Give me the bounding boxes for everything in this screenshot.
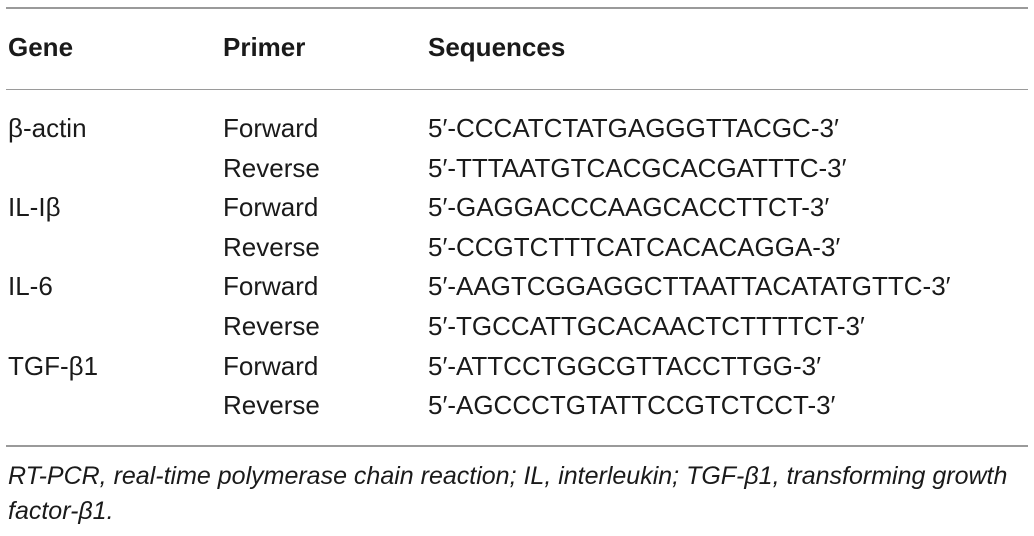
row-7-primer: Forward: [223, 351, 319, 381]
row-3-gene: IL-Iβ: [8, 192, 61, 222]
table-bottom-rule: [6, 445, 1028, 447]
row-6-primer: Reverse: [223, 311, 320, 341]
row-5-gene: IL-6: [8, 271, 53, 301]
header-primer: Primer: [223, 32, 306, 62]
row-2-sequence: 5′-TTTAATGTCACGCACGATTTC-3′: [428, 153, 847, 183]
row-3-primer: Forward: [223, 192, 319, 222]
row-1-gene: β-actin: [8, 113, 87, 143]
table-footnote: RT-PCR, real-time polymerase chain react…: [8, 462, 1008, 525]
header-gene: Gene: [8, 32, 74, 62]
row-5-sequence: 5′-AAGTCGGAGGCTTAATTACATATGTTC-3′: [428, 271, 951, 301]
row-7-gene: TGF-β1: [8, 351, 99, 381]
row-5-primer: Forward: [223, 271, 319, 301]
row-2-primer: Reverse: [223, 153, 320, 183]
row-7-sequence: 5′-ATTCCTGGCGTTACCTTGG-3′: [428, 351, 821, 381]
row-6-sequence: 5′-TGCCATTGCACAACTCTTTTCT-3′: [428, 311, 865, 341]
row-3-sequence: 5′-GAGGACCCAAGCACCTTCT-3′: [428, 192, 830, 222]
row-4-primer: Reverse: [223, 232, 320, 262]
row-4-sequence: 5′-CCGTCTTTCATCACACAGGA-3′: [428, 232, 841, 262]
row-1-primer: Forward: [223, 113, 319, 143]
row-1-sequence: 5′-CCCATCTATGAGGGTTACGC-3′: [428, 113, 839, 143]
table-top-rule: [6, 7, 1028, 9]
header-divider-rule: [6, 89, 1028, 90]
row-8-sequence: 5′-AGCCCTGTATTCCGTCTCCT-3′: [428, 390, 836, 420]
header-sequences: Sequences: [428, 32, 566, 62]
row-8-primer: Reverse: [223, 390, 320, 420]
